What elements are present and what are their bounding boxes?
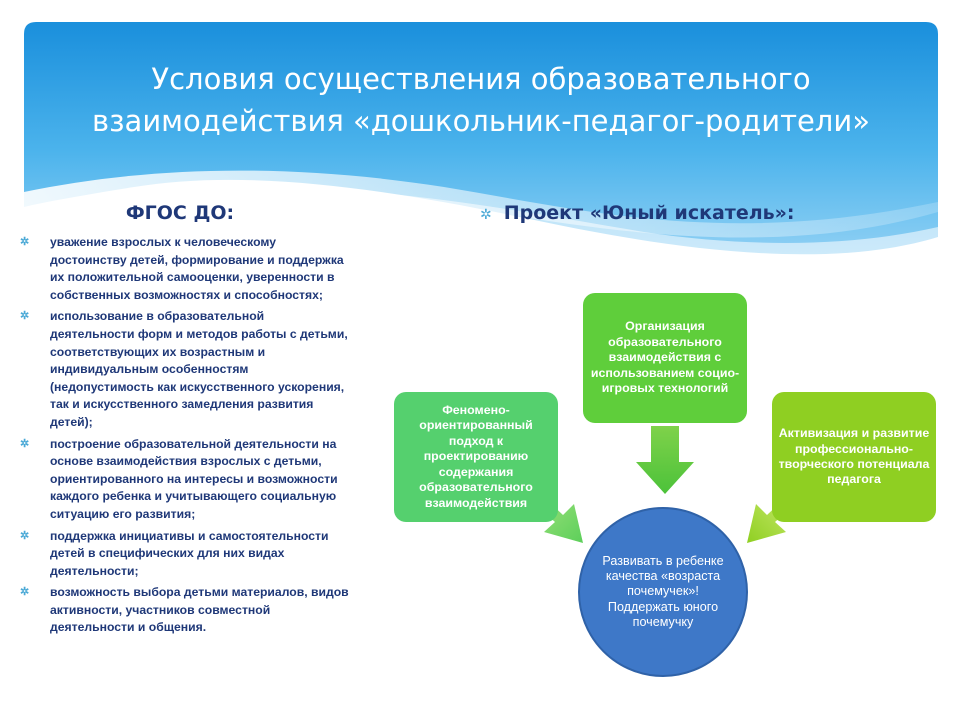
- organization-box: Организация образовательного взаимодейст…: [583, 293, 747, 423]
- project-heading: ✲ Проект «Юный искатель»:: [480, 202, 795, 224]
- list-item-text: поддержка инициативы и самостоятельности…: [50, 528, 329, 578]
- list-item-text: возможность выбора детьми материалов, ви…: [50, 585, 349, 635]
- fgos-bullet-list: ✲ уважение взрослых к человеческому досто…: [20, 234, 350, 641]
- bullet-star-icon: ✲: [480, 207, 492, 223]
- title-line-1: Условия осуществления образовательного: [151, 62, 811, 96]
- bullet-star-icon: ✲: [20, 310, 30, 323]
- title-line-2: взаимодействия «дошкольник-педагог-родит…: [92, 104, 870, 138]
- list-item-text: уважение взрослых к человеческому достои…: [50, 235, 344, 302]
- list-item: ✲ возможность выбора детьми материалов, …: [20, 584, 350, 637]
- list-item: ✲ уважение взрослых к человеческому досто…: [20, 234, 350, 304]
- bullet-star-icon: ✲: [20, 529, 30, 542]
- bullet-star-icon: ✲: [20, 236, 30, 248]
- approach-box: Феномено-ориентированный подход к проект…: [394, 392, 558, 522]
- list-item: ✲ поддержка инициативы и самостоятельнос…: [20, 528, 350, 581]
- down-arrow-icon: [636, 426, 694, 494]
- activation-box: Активизация и развитие профессионально-т…: [772, 392, 936, 522]
- fgos-heading: ФГОС ДО:: [125, 202, 235, 224]
- goal-circle: Развивать в ребенке качества «возраста п…: [578, 507, 748, 677]
- project-heading-text: Проект «Юный искатель»:: [503, 202, 795, 224]
- title-band: [24, 22, 938, 272]
- list-item-text: построение образовательной деятельности …: [50, 436, 338, 521]
- list-item: ✲ построение образовательной деятельност…: [20, 436, 350, 524]
- list-item: ✲ использование в образовательной деятел…: [20, 308, 350, 431]
- title-band-background: [24, 22, 938, 272]
- list-item-text: использование в образовательной деятельн…: [50, 309, 348, 429]
- bullet-star-icon: ✲: [20, 437, 30, 450]
- slide-title: Условия осуществления образовательного в…: [24, 58, 938, 142]
- bullet-star-icon: ✲: [20, 586, 30, 599]
